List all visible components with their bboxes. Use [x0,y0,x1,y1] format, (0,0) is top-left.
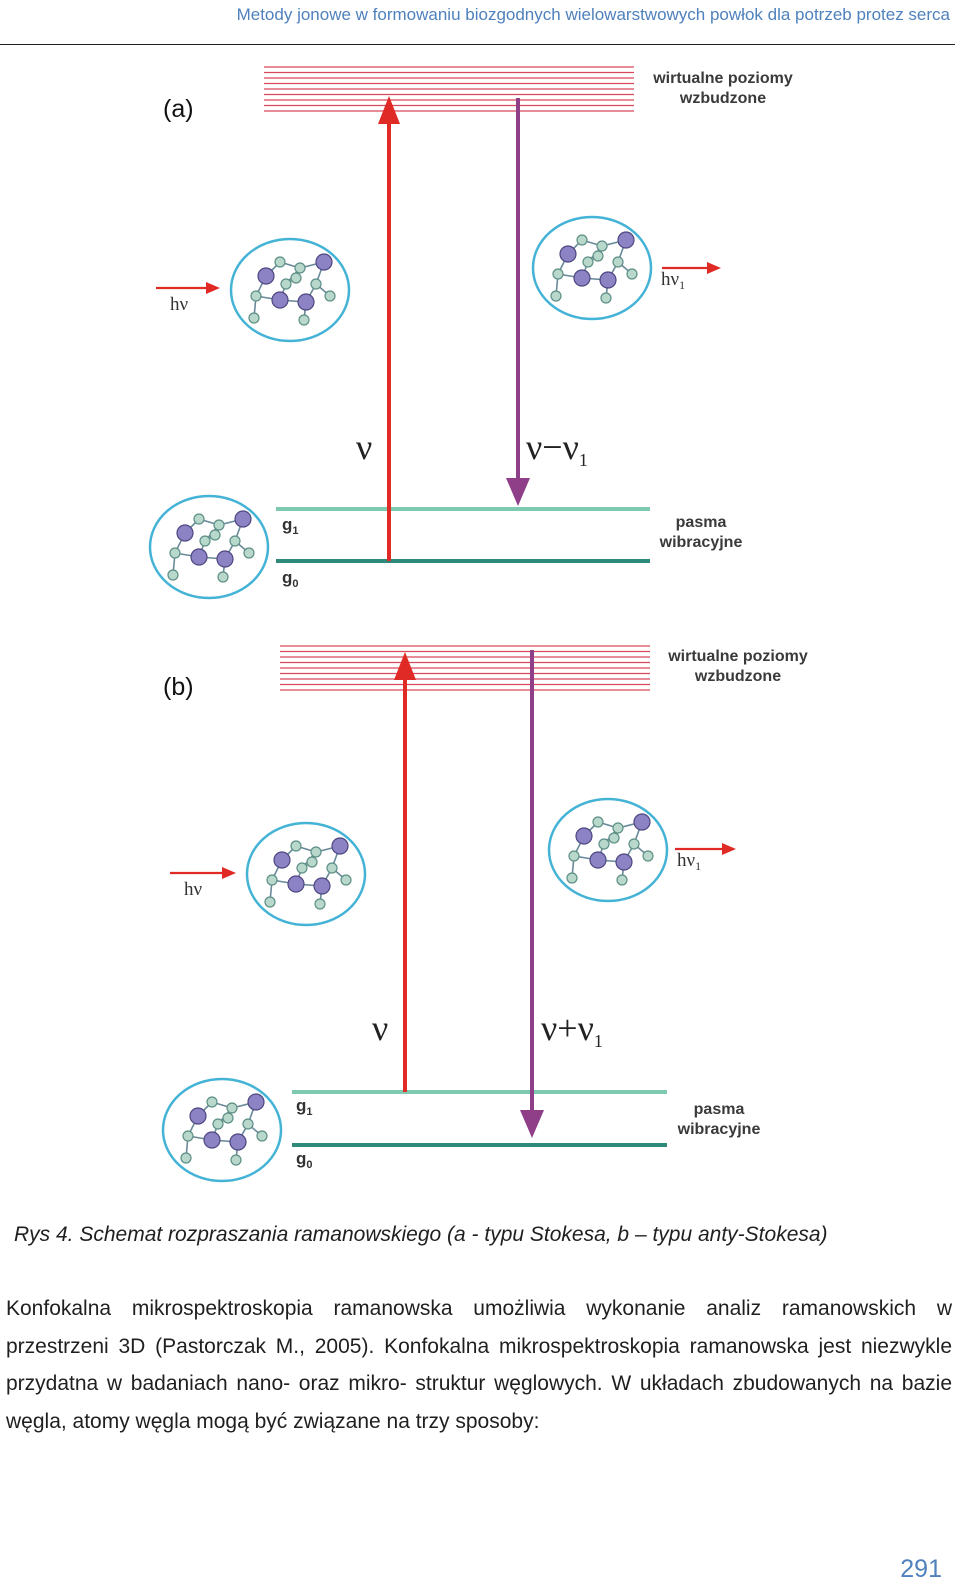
panel-b: (b) wirtualne poziomy wzbudzone g1 g0 pa… [161,645,808,1183]
scattered-photon-label-a: hν1 [661,269,685,292]
scatter-arrowhead-a [506,478,530,506]
scattered-photon-label-b: hν1 [677,850,701,873]
virtual-levels-label-a-2: wzbudzone [679,90,766,107]
up-arrow-label-a: ν [356,427,372,467]
excitation-arrowhead-a [378,96,400,124]
virtual-levels-label-b-2: wzbudzone [694,668,781,685]
figure-caption: Rys 4. Schemat rozpraszania ramanowskieg… [14,1223,828,1246]
incident-photon-arrowhead-b [222,867,236,879]
scattered-photon-arrowhead-a [707,262,721,274]
bands-label-a-1: pasma [676,514,727,531]
molecule-scattered-a [531,215,653,321]
panel-a-label: (a) [163,95,194,123]
incident-photon-label-a: hν [170,294,189,315]
bands-label-b-1: pasma [694,1101,745,1118]
g1-label-b: g1 [296,1096,313,1118]
header-divider [0,44,955,45]
panel-a: (a) wirtualne poziomy wzbudzone g1 g0 pa… [148,66,793,600]
molecule-scattered-b [547,797,669,903]
down-arrow-label-b: ν+ν1 [541,1008,603,1051]
molecule-incident-b [245,821,367,927]
g0-label-a: g0 [282,568,299,590]
scatter-arrowhead-b [520,1110,544,1138]
molecule-ground-b [161,1077,283,1183]
bands-label-b-2: wibracyjne [677,1121,761,1138]
scattered-photon-arrowhead-b [722,843,736,855]
excitation-arrowhead-b [394,652,416,680]
incident-photon-label-b: hν [184,879,203,900]
virtual-levels-b [280,645,650,691]
molecule-incident-a [229,237,351,343]
virtual-levels-label-a-1: wirtualne poziomy [652,70,793,87]
page-number: 291 [900,1555,942,1583]
g0-label-b: g0 [296,1149,313,1171]
g1-label-a: g1 [282,515,299,537]
incident-photon-arrowhead-a [206,282,220,294]
molecule-ground-a [148,494,270,600]
virtual-levels-label-b-1: wirtualne poziomy [667,648,808,665]
up-arrow-label-b: ν [372,1008,388,1048]
bands-label-a-2: wibracyjne [659,534,743,551]
body-paragraph: Konfokalna mikrospektroskopia ramanowska… [6,1297,952,1433]
down-arrow-label-a: ν−ν1 [526,427,588,470]
running-title: Metody jonowe w formowaniu biozgodnych w… [236,5,950,24]
virtual-levels-a [264,66,634,112]
panel-b-label: (b) [163,673,194,701]
